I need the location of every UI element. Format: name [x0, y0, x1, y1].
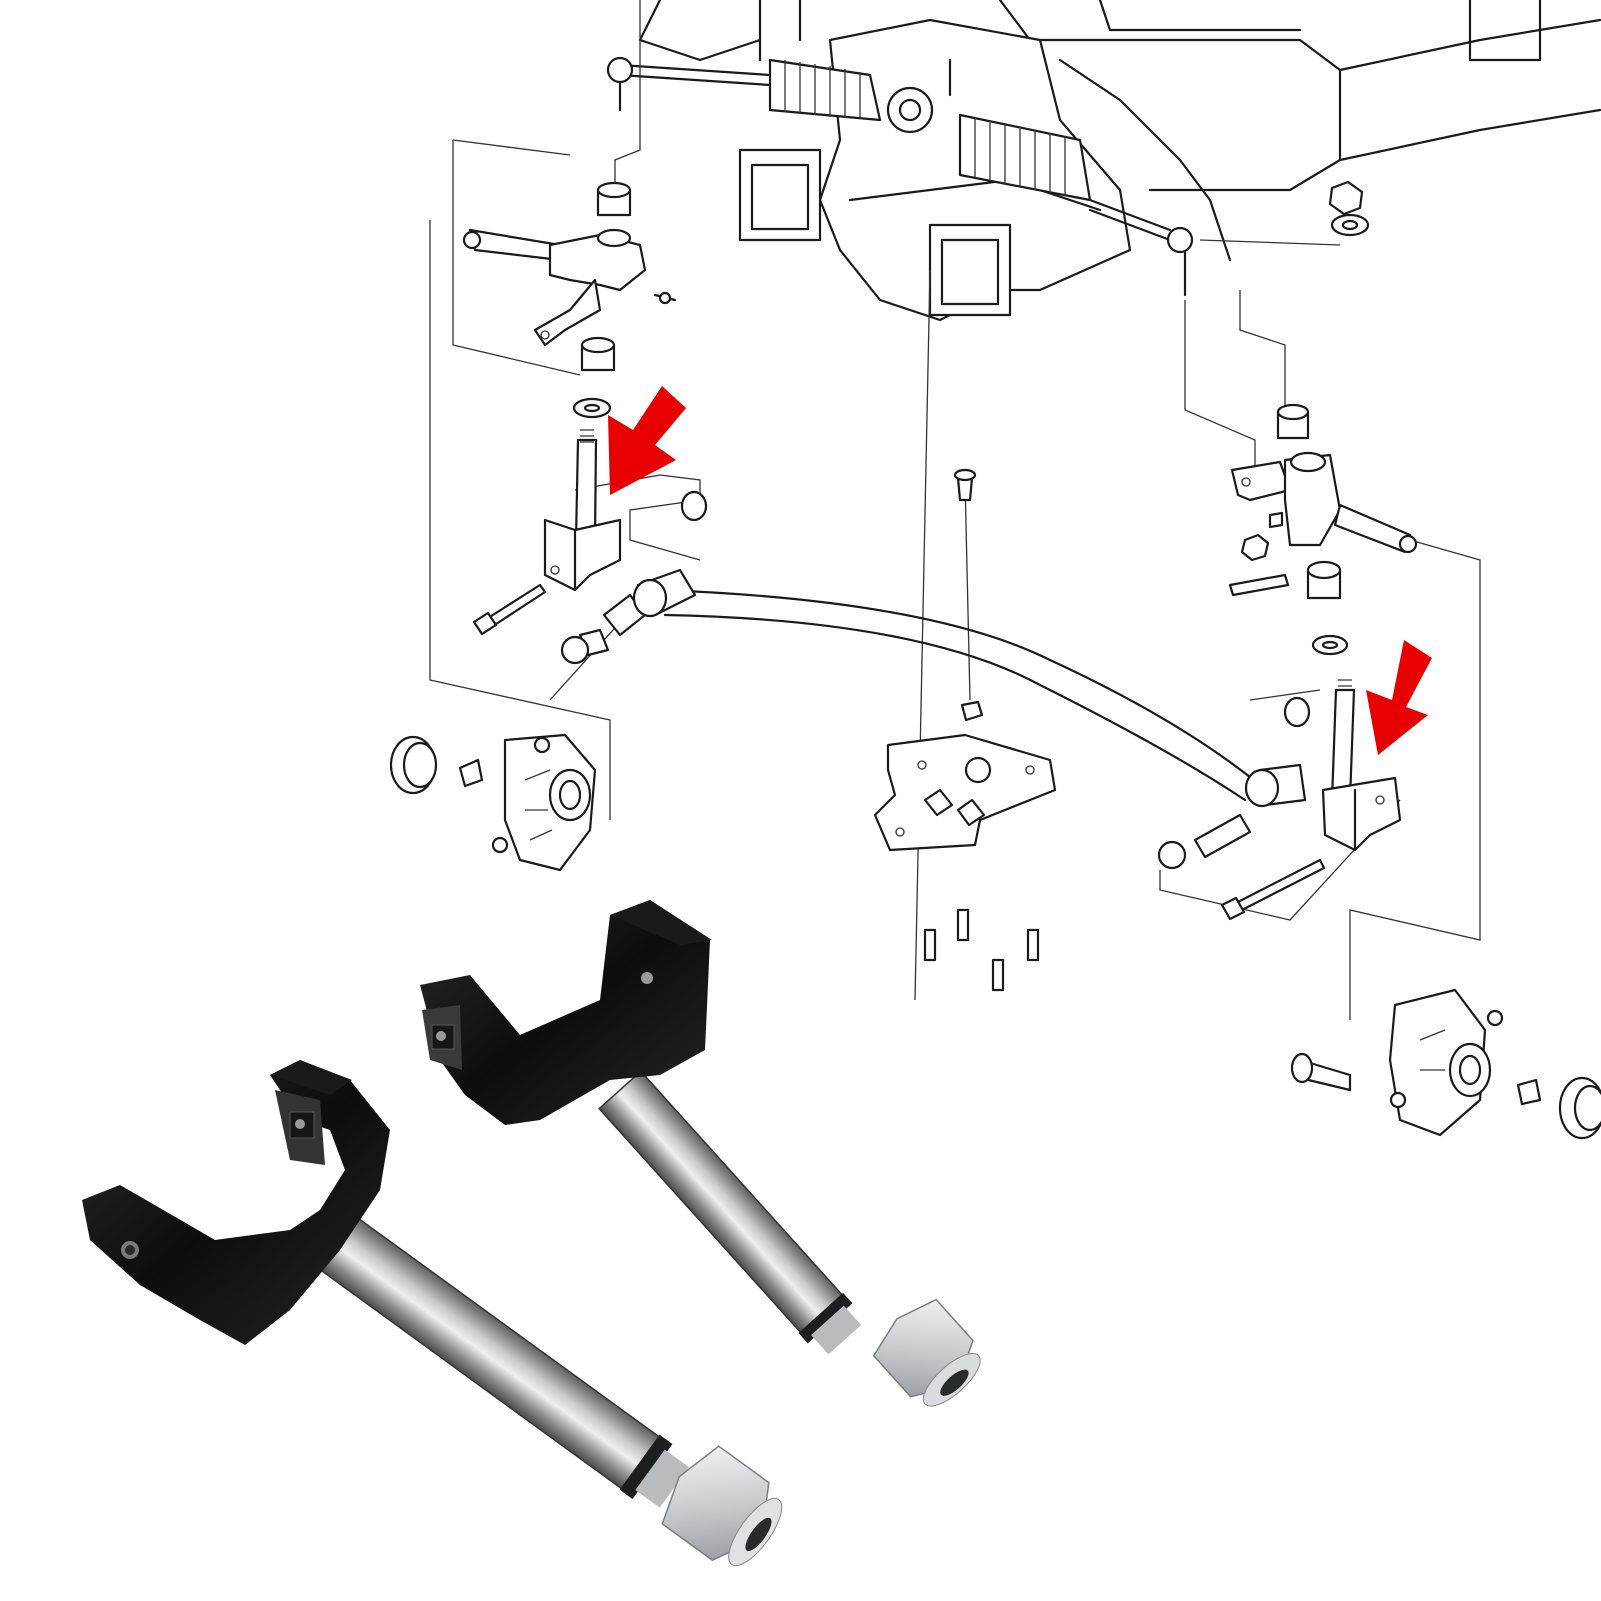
frame-and-steering-rack [606, 0, 1601, 322]
hub-icon [491, 733, 597, 872]
left-wheel-hub [389, 733, 597, 872]
bushing-icon [1157, 696, 1311, 870]
right-spindle-assembly [1157, 403, 1418, 921]
leader-lines [429, 0, 1481, 1020]
red-arrow-icon [608, 386, 686, 495]
nut-icon [661, 1445, 783, 1567]
nut-icon [1240, 533, 1270, 562]
bolt-icon [472, 583, 547, 636]
bushing-icon [1276, 403, 1310, 440]
nut-icon [872, 1298, 981, 1407]
left-spindle-assembly [462, 181, 708, 665]
nut-icon [1328, 180, 1364, 216]
bolt-icon [1220, 858, 1326, 921]
nut-icon [960, 700, 984, 722]
right-wheel-hub [1290, 988, 1601, 1140]
rack-boot-left [768, 58, 882, 122]
bushing-icon [1306, 560, 1342, 600]
red-arrow-icon [1366, 640, 1432, 755]
king-pin-bracket-rear [420, 900, 981, 1407]
front-leaf-spring [632, 568, 1307, 808]
bushing-icon [580, 336, 616, 372]
king-pin-bracket-front [82, 1060, 783, 1567]
center-mount-plate [873, 468, 1057, 992]
bushing-icon [596, 181, 632, 217]
mount-bolts [923, 908, 1040, 992]
hub-icon [1388, 988, 1504, 1137]
